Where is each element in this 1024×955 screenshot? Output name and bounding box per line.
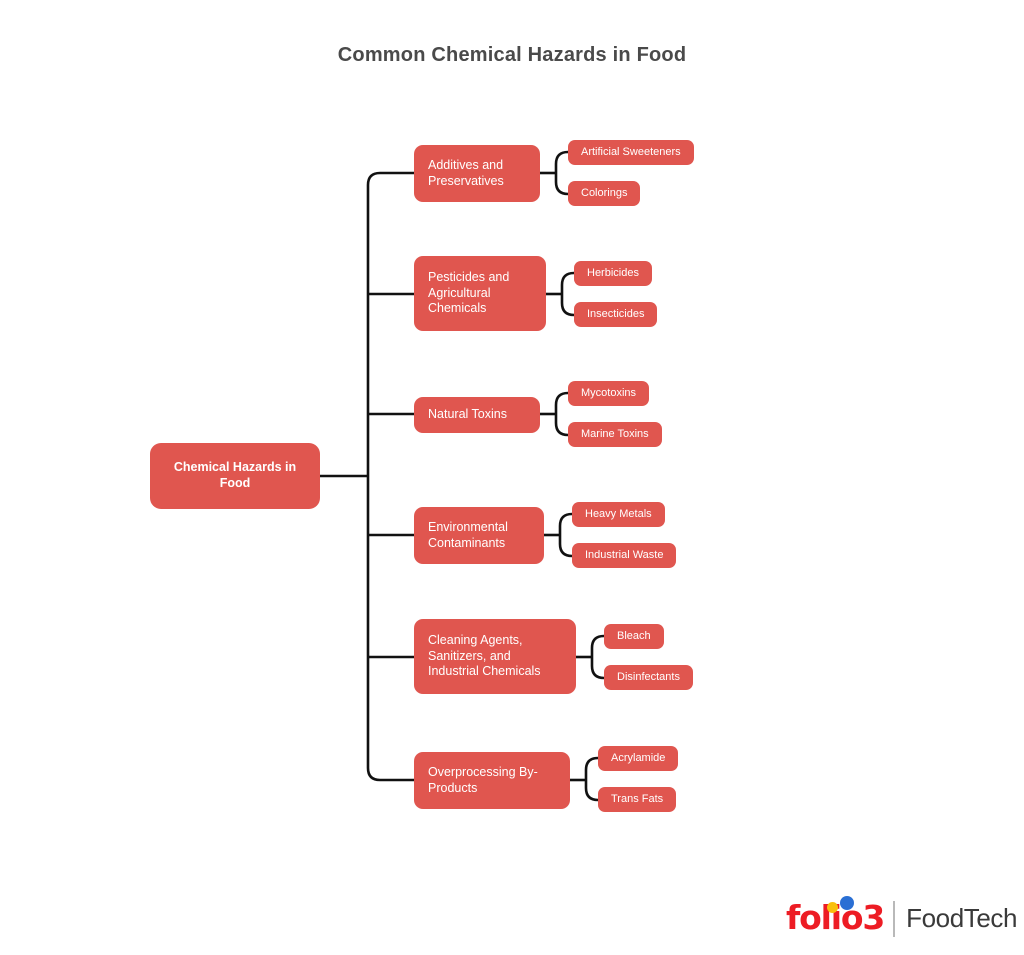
- node-branch-label: Additives and Preservatives: [428, 157, 504, 188]
- node-branch-label: Cleaning Agents, Sanitizers, and Industr…: [428, 633, 541, 679]
- node-branch-label: Pesticides and Agricultural Chemicals: [428, 270, 510, 316]
- node-leaf-heavy-metals[interactable]: Heavy Metals: [572, 502, 665, 527]
- node-leaf-label: Marine Toxins: [581, 427, 649, 440]
- connector-sub-trunk-4: [558, 512, 573, 558]
- node-leaf-disinfectants[interactable]: Disinfectants: [604, 665, 693, 690]
- connector-sub-trunk-5: [590, 634, 605, 680]
- folio3-wordmark: folio3: [786, 896, 885, 940]
- node-leaf-trans-fats[interactable]: Trans Fats: [598, 787, 677, 812]
- node-leaf-colorings[interactable]: Colorings: [568, 181, 641, 206]
- node-leaf-marine-toxins[interactable]: Marine Toxins: [568, 422, 662, 447]
- node-root[interactable]: Chemical Hazards in Food: [150, 443, 320, 509]
- node-leaf-herbicides[interactable]: Herbicides: [574, 261, 652, 286]
- node-branch-cleaning-agents-sanitizers-and-industrial-chemicals[interactable]: Cleaning Agents, Sanitizers, and Industr…: [414, 619, 576, 694]
- node-leaf-label: Trans Fats: [611, 792, 664, 805]
- folio3-foodtech-logo: folio3 FoodTech: [786, 890, 1017, 940]
- logo-dot-yellow-icon: [827, 902, 838, 913]
- node-leaf-bleach[interactable]: Bleach: [604, 624, 664, 649]
- node-branch-label: Environmental Contaminants: [428, 519, 508, 550]
- logo-dot-blue-icon: [840, 896, 854, 910]
- node-leaf-label: Herbicides: [587, 266, 639, 279]
- node-branch-pesticides-and-agricultural-chemicals[interactable]: Pesticides and Agricultural Chemicals: [414, 256, 546, 331]
- connector-sub-trunk-2: [560, 271, 575, 317]
- node-leaf-label: Disinfectants: [617, 670, 680, 683]
- node-leaf-acrylamide[interactable]: Acrylamide: [598, 746, 679, 771]
- connector-sub-trunk-1: [554, 150, 569, 196]
- connector-sub-trunk-3: [554, 391, 569, 437]
- node-leaf-label: Heavy Metals: [585, 507, 652, 520]
- node-branch-label: Natural Toxins: [428, 407, 507, 422]
- node-leaf-mycotoxins[interactable]: Mycotoxins: [568, 381, 650, 406]
- node-branch-environmental-contaminants[interactable]: Environmental Contaminants: [414, 507, 544, 564]
- node-branch-natural-toxins[interactable]: Natural Toxins: [414, 397, 540, 433]
- node-branch-label: Overprocessing By-Products: [428, 764, 538, 795]
- node-leaf-label: Bleach: [617, 629, 651, 642]
- connector-sub-trunk-6: [584, 756, 599, 802]
- page-title: Common Chemical Hazards in Food: [337, 44, 687, 66]
- node-leaf-label: Insecticides: [587, 307, 645, 320]
- node-leaf-label: Industrial Waste: [585, 548, 664, 561]
- node-branch-additives-and-preservatives[interactable]: Additives and Preservatives: [414, 145, 540, 202]
- node-leaf-label: Colorings: [581, 186, 628, 199]
- connector-trunk: [366, 171, 381, 782]
- node-leaf-industrial-waste[interactable]: Industrial Waste: [572, 543, 677, 568]
- node-leaf-label: Acrylamide: [611, 751, 666, 764]
- logo-divider: [893, 901, 896, 937]
- node-leaf-label: Artificial Sweeteners: [581, 145, 681, 158]
- node-leaf-artificial-sweeteners[interactable]: Artificial Sweeteners: [568, 140, 694, 165]
- node-root-label: Chemical Hazards in Food: [173, 460, 297, 490]
- node-leaf-insecticides[interactable]: Insecticides: [574, 302, 658, 327]
- node-branch-overprocessing-by-products[interactable]: Overprocessing By-Products: [414, 752, 570, 809]
- node-leaf-label: Mycotoxins: [581, 386, 637, 399]
- logo-suffix: FoodTech: [906, 903, 1018, 933]
